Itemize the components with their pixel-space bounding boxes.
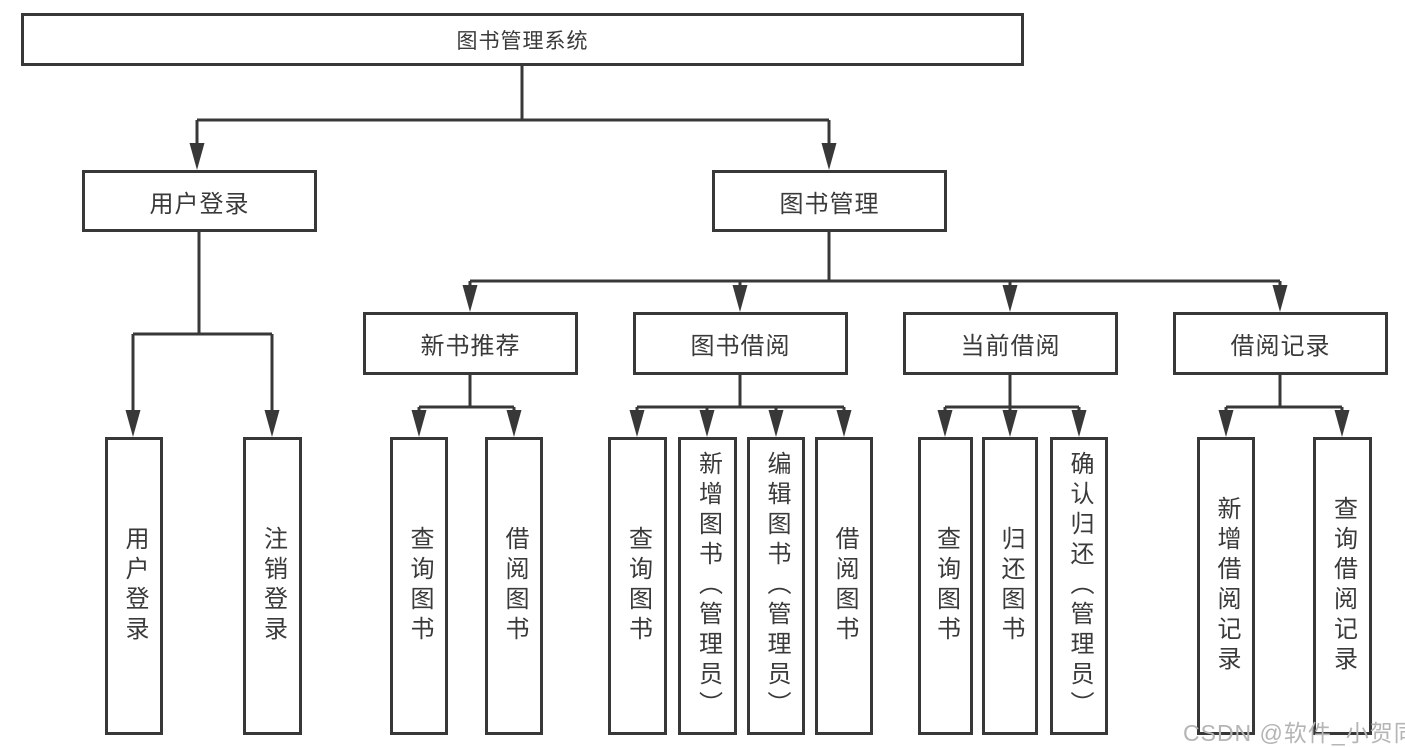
leaf-add-borrow-record: 新增借阅记录 <box>1197 437 1255 735</box>
connector-borrow-records-branch <box>1218 375 1350 437</box>
leaf-label: 归还图书 <box>997 526 1024 646</box>
leaf-logout: 注销登录 <box>243 437 302 735</box>
node-label: 新书推荐 <box>420 333 521 360</box>
leaf-label: 新增借阅记录 <box>1213 496 1240 676</box>
leaf-return-books: 归还图书 <box>982 437 1038 735</box>
connector-current-borrow-branch <box>937 375 1087 437</box>
leaf-query-borrow-record: 查询借阅记录 <box>1313 437 1372 735</box>
csdn-watermark: CSDN @软件_小贺同学 <box>1183 720 1405 746</box>
leaf-label: 查询图书 <box>406 526 433 646</box>
node-label: 图书管理 <box>779 190 880 218</box>
node-label: 当前借阅 <box>960 333 1061 360</box>
node-borrow-records: 借阅记录 <box>1173 312 1388 375</box>
node-new-book-recommend: 新书推荐 <box>363 312 578 375</box>
leaf-recommend-borrow-books: 借阅图书 <box>485 437 543 735</box>
leaf-borrow-query-books: 查询图书 <box>608 437 667 735</box>
leaf-label: 注销登录 <box>259 526 287 646</box>
leaf-borrow-books: 借阅图书 <box>815 437 873 735</box>
leaf-label: 查询图书 <box>932 526 960 646</box>
leaf-label: 新增图书（管理员） <box>694 451 722 721</box>
node-label: 图书借阅 <box>690 333 791 360</box>
node-label: 借阅记录 <box>1230 333 1331 360</box>
node-label: 用户登录 <box>149 190 250 218</box>
leaf-label: 确认归还（管理员） <box>1066 451 1093 721</box>
connector-new-book-branch <box>411 375 522 437</box>
leaf-confirm-return-admin: 确认归还（管理员） <box>1050 437 1108 735</box>
leaf-current-query-books: 查询图书 <box>918 437 973 735</box>
leaf-label: 编辑图书（管理员） <box>763 451 790 721</box>
leaf-label: 借阅图书 <box>831 526 858 646</box>
leaf-label: 查询借阅记录 <box>1329 496 1357 676</box>
leaf-label: 用户登录 <box>121 526 148 646</box>
leaf-user-login: 用户登录 <box>105 437 163 735</box>
connector-root-branch <box>189 66 837 170</box>
node-label: 图书管理系统 <box>456 29 589 53</box>
leaf-label: 借阅图书 <box>501 526 528 646</box>
node-user-login: 用户登录 <box>82 170 317 232</box>
node-book-borrow: 图书借阅 <box>633 312 848 375</box>
node-book-management-system: 图书管理系统 <box>21 13 1024 66</box>
leaf-add-books-admin: 新增图书（管理员） <box>678 437 737 735</box>
leaf-edit-books-admin: 编辑图书（管理员） <box>747 437 805 735</box>
connector-book-borrow-branch <box>629 375 852 437</box>
connector-user-login-branch <box>125 232 280 437</box>
leaf-label: 查询图书 <box>624 526 652 646</box>
leaf-recommend-query-books: 查询图书 <box>390 437 448 735</box>
connector-book-management-branch <box>462 232 1288 312</box>
node-book-management: 图书管理 <box>712 170 947 232</box>
node-current-borrow: 当前借阅 <box>903 312 1118 375</box>
